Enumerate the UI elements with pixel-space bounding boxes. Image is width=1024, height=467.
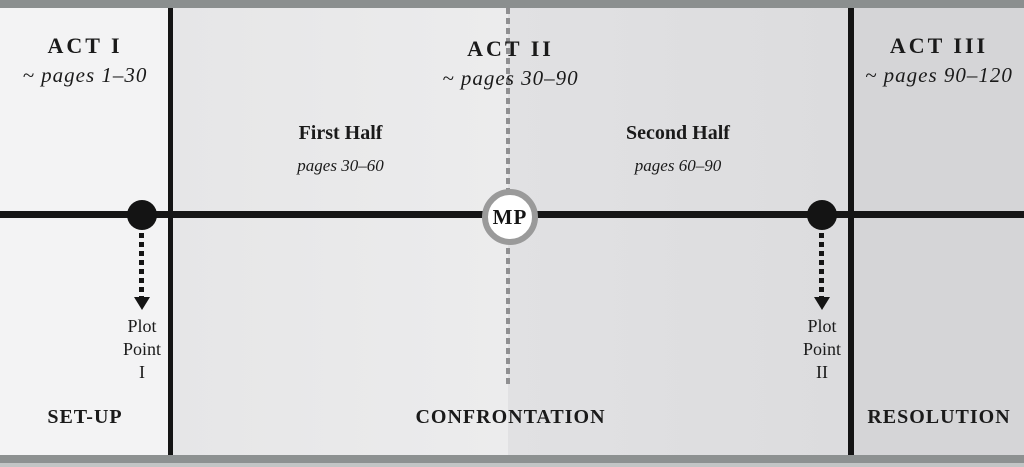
act1-act2-divider-line (168, 8, 173, 455)
first-half-title: First Half (298, 122, 383, 144)
act2-second-half-panel (508, 8, 854, 455)
act1-pages: ~ pages 1–30 (22, 63, 148, 87)
plot-point-2-line2: Point (802, 339, 841, 359)
act3-panel (854, 8, 1024, 455)
midpoint-label: MP (492, 204, 528, 229)
plot-point-1-arrow-head-icon (134, 297, 150, 310)
act1-phase-label: SET-UP (47, 406, 123, 428)
plot-point-1-dot (127, 200, 157, 230)
act3-title: ACT III (889, 33, 989, 58)
act2-first-half-panel (170, 8, 508, 455)
top-frame-bar (0, 0, 1024, 8)
plot-point-2-label: Plot Point II (780, 315, 864, 384)
first-half-pages: pages 30–60 (297, 156, 384, 175)
act1-header: ACT I ~ pages 1–30 (0, 33, 170, 88)
act3-phase-label: RESOLUTION (867, 406, 1011, 428)
act2-header: ACT II ~ pages 30–90 (173, 36, 848, 91)
plot-point-2-arrow-shaft (819, 233, 824, 297)
act1-title: ACT I (47, 33, 123, 58)
act3-pages: ~ pages 90–120 (865, 63, 1013, 87)
act1-panel (0, 8, 170, 455)
bottom-frame-bar (0, 455, 1024, 463)
plot-point-1-line3: I (139, 362, 145, 382)
second-half-title: Second Half (626, 122, 730, 144)
plot-point-1-line1: Plot (127, 316, 157, 336)
second-half-pages: pages 60–90 (634, 156, 722, 175)
plot-point-2-line3: II (816, 362, 828, 382)
act2-first-half-label: First Half pages 30–60 (173, 122, 508, 176)
plot-point-1-line2: Point (122, 339, 161, 359)
act2-phase-label: CONFRONTATION (415, 406, 606, 428)
act3-header: ACT III ~ pages 90–120 (854, 33, 1024, 88)
plot-point-2-dot (807, 200, 837, 230)
plot-point-1-label: Plot Point I (100, 315, 184, 384)
act2-title: ACT II (467, 36, 554, 61)
plot-point-2-line1: Plot (807, 316, 837, 336)
plot-point-2-arrow-head-icon (814, 297, 830, 310)
act2-pages: ~ pages 30–90 (442, 66, 579, 90)
bottom-frame-edge (0, 463, 1024, 467)
midpoint-marker: MP (482, 189, 538, 245)
act2-second-half-label: Second Half pages 60–90 (508, 122, 848, 176)
act2-act3-divider-line (848, 8, 854, 455)
plot-point-1-arrow-shaft (139, 233, 144, 297)
